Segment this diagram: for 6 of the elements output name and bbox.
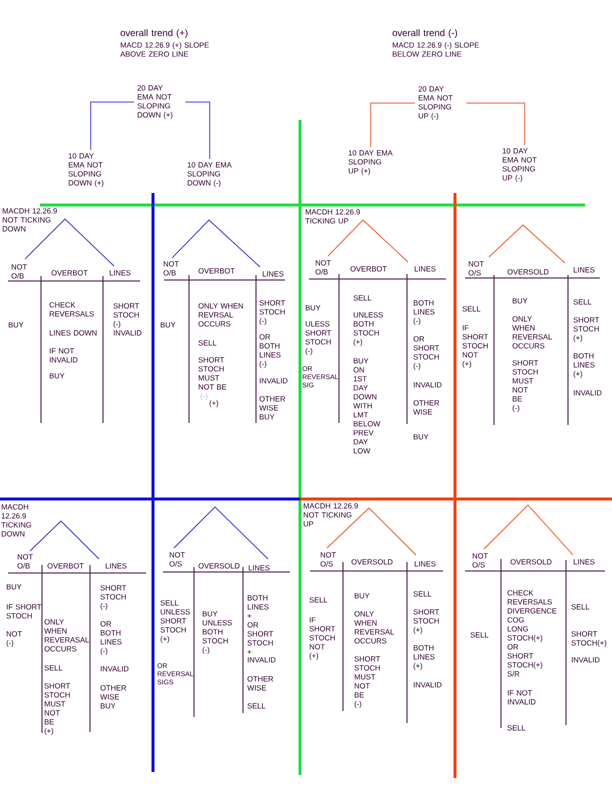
- connector-line: [90, 102, 134, 150]
- trend-heading: overall trend (-): [392, 29, 458, 38]
- trend-heading: overall trend (+): [120, 29, 188, 38]
- connector-line: [466, 102, 526, 146]
- connector-line: [370, 102, 416, 148]
- connector-line: [184, 102, 210, 160]
